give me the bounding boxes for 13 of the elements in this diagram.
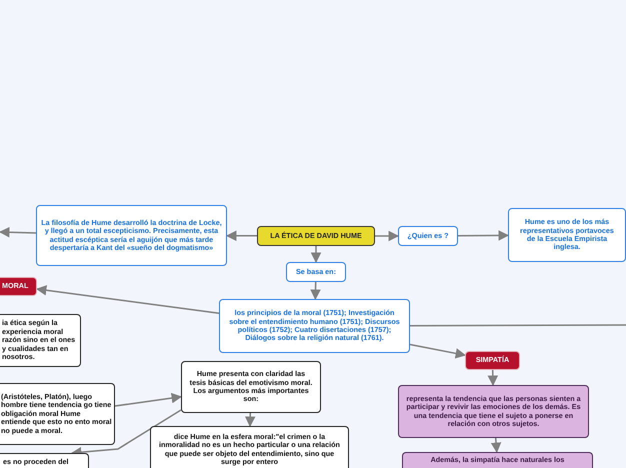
arrow xyxy=(244,412,256,428)
arrow xyxy=(310,246,322,264)
arrow xyxy=(410,344,466,359)
arrow xyxy=(36,285,220,314)
arrow xyxy=(458,230,510,241)
arrow xyxy=(226,230,257,242)
connector-line xyxy=(410,324,626,326)
arrow xyxy=(490,438,502,454)
arrow xyxy=(375,230,400,242)
arrow xyxy=(310,282,321,300)
arrow xyxy=(0,227,36,238)
arrow xyxy=(488,370,498,386)
arrow xyxy=(114,392,182,407)
